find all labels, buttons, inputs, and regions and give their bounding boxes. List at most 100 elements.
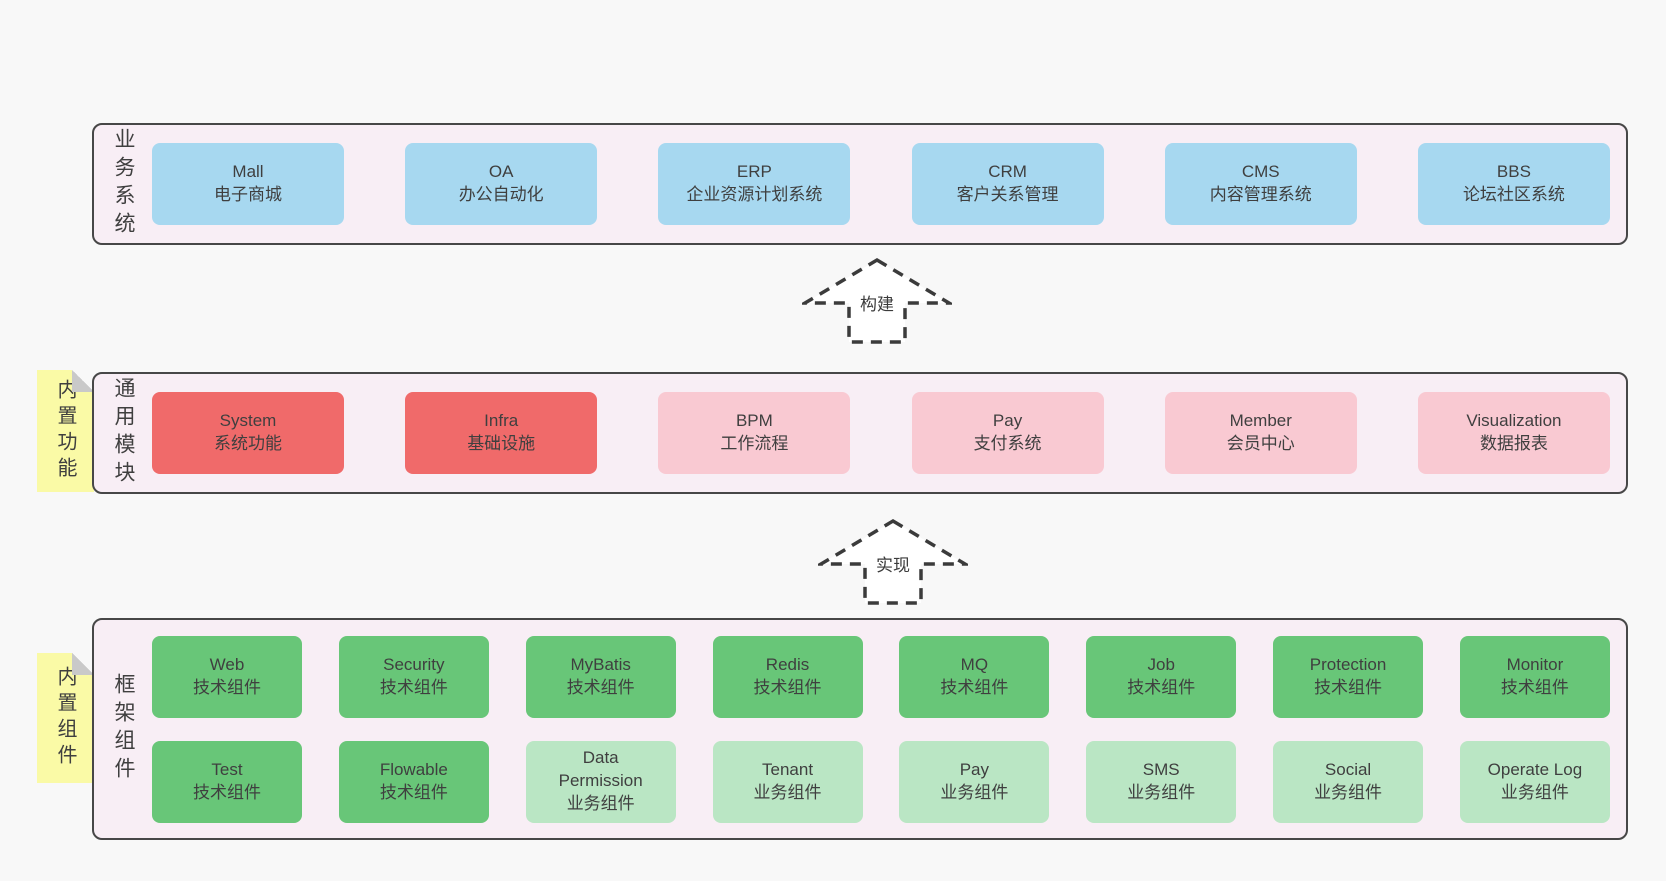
box-subtitle: 企业资源计划系统 <box>686 185 823 204</box>
box-title: CRM <box>988 162 1027 182</box>
sticky-note-built-in-features-label: 内置功能 <box>54 379 76 483</box>
box-title: Protection <box>1309 654 1387 674</box>
box-title: Flowable <box>379 759 448 779</box>
box-bbs: BBS 论坛社区系统 <box>1417 143 1610 225</box>
box-title: Monitor <box>1506 654 1564 674</box>
box-title: Visualization <box>1466 411 1562 431</box>
box-oa: OA 办公自动化 <box>405 143 598 225</box>
box-subtitle: 技术组件 <box>1500 677 1569 697</box>
box-tenant: Tenant 业务组件 <box>712 740 863 823</box>
box-subtitle: 会员中心 <box>1226 434 1295 453</box>
box-protection: Protection 技术组件 <box>1273 635 1424 718</box>
box-infra: Infra 基础设施 <box>405 392 598 474</box>
box-subtitle: 技术组件 <box>379 677 448 697</box>
box-subtitle: 内容管理系统 <box>1209 185 1312 204</box>
box-subtitle: 客户关系管理 <box>956 185 1059 204</box>
arrow-build-icon: 构建 <box>802 257 952 344</box>
arrow-implement-label: 实现 <box>876 556 910 575</box>
box-title: Pay <box>992 411 1023 431</box>
box-subtitle: 电子商城 <box>214 185 282 204</box>
box-subtitle: 技术组件 <box>753 677 822 697</box>
box-crm: CRM 客户关系管理 <box>911 143 1104 225</box>
box-row: System 系统功能 Infra 基础设施 BPM 工作流程 Pay 支付系统 Member 会… <box>152 392 1610 474</box>
box-subtitle: 技术组件 <box>1314 677 1383 697</box>
box-title: Operate Log <box>1487 759 1583 779</box>
box-subtitle: 技术组件 <box>566 677 635 697</box>
box-title: Member <box>1229 411 1292 431</box>
box-subtitle: 业务组件 <box>940 782 1009 802</box>
box-redis: Redis 技术组件 <box>712 635 863 718</box>
box-title: Tenant <box>762 759 814 779</box>
box-subtitle: 技术组件 <box>193 677 261 697</box>
box-pay: Pay 支付系统 <box>911 392 1104 474</box>
box-web: Web 技术组件 <box>152 635 302 718</box>
box-monitor: Monitor 技术组件 <box>1459 635 1610 718</box>
box-title: BBS <box>1496 162 1531 182</box>
box-title: Infra <box>484 411 519 431</box>
box-title: BPM <box>735 411 773 431</box>
common-modules-boxes: System 系统功能 Infra 基础设施 BPM 工作流程 Pay 支付系统 Member 会… <box>152 374 1626 492</box>
layer-label-framework-components: 框架组件 <box>112 673 135 785</box>
box-subtitle: 业务组件 <box>1500 782 1569 802</box>
box-title: MyBatis <box>570 654 631 674</box>
business-systems-boxes: Mall 电子商城 OA 办公自动化 ERP 企业资源计划系统 CRM 客户关系管理 CMS 内容… <box>152 125 1626 243</box>
box-title: System <box>219 411 277 431</box>
box-title: Data Permission <box>558 748 643 791</box>
sticky-note-built-in-features: 内置功能 <box>37 370 94 492</box>
box-subtitle: 办公自动化 <box>458 185 544 204</box>
business-systems-container: 业务系统 Mall 电子商城 OA 办公自动化 ERP 企业资源计划系统 CRM 客户关系管理… <box>92 123 1628 245</box>
box-title: Job <box>1147 654 1175 674</box>
box-subtitle: 技术组件 <box>940 677 1009 697</box>
box-visualization: Visualization 数据报表 <box>1417 392 1610 474</box>
box-title: Mall <box>232 162 264 182</box>
arrow-implement-icon: 实现 <box>818 518 968 605</box>
sticky-note-built-in-components-label: 内置组件 <box>54 666 76 770</box>
box-subtitle: 业务组件 <box>753 782 822 802</box>
box-subtitle: 支付系统 <box>973 434 1042 453</box>
common-modules-container: 通用模块 System 系统功能 Infra 基础设施 BPM 工作流程 Pay 支付系统 Me… <box>92 372 1628 494</box>
box-title: Web <box>209 654 245 674</box>
box-erp: ERP 企业资源计划系统 <box>658 143 851 225</box>
box-title: Social <box>1324 759 1372 779</box>
layer-label-business-systems: 业务系统 <box>112 128 135 240</box>
box-title: Test <box>211 759 243 779</box>
box-title: CMS <box>1241 162 1280 182</box>
box-subtitle: 业务组件 <box>1314 782 1383 802</box>
box-mall: Mall 电子商城 <box>152 143 344 225</box>
arrow-label-backdrop <box>868 552 918 578</box>
box-pay: Pay 业务组件 <box>899 740 1050 823</box>
box-subtitle: 业务组件 <box>566 793 635 813</box>
box-mybatis: MyBatis 技术组件 <box>525 635 676 718</box>
box-title: Pay <box>959 759 990 779</box>
box-job: Job 技术组件 <box>1086 635 1237 718</box>
box-title: SMS <box>1142 759 1180 779</box>
box-member: Member 会员中心 <box>1164 392 1357 474</box>
arrow-label-backdrop <box>852 291 902 317</box>
layer-label-common-modules: 通用模块 <box>112 377 135 489</box>
box-cms: CMS 内容管理系统 <box>1164 143 1357 225</box>
box-subtitle: 基础设施 <box>467 434 536 453</box>
box-title: Redis <box>765 654 810 674</box>
box-subtitle: 工作流程 <box>720 434 789 453</box>
box-title: ERP <box>736 162 772 182</box>
box-row: Mall 电子商城 OA 办公自动化 ERP 企业资源计划系统 CRM 客户关系管理 CMS 内容… <box>152 143 1610 225</box>
box-subtitle: 系统功能 <box>214 434 282 453</box>
box-subtitle: 技术组件 <box>379 782 448 802</box>
box-subtitle: 技术组件 <box>1127 677 1196 697</box>
box-subtitle: 论坛社区系统 <box>1462 185 1565 204</box>
arrow-build-label: 构建 <box>860 295 894 314</box>
box-title: OA <box>488 162 514 182</box>
box-subtitle: 数据报表 <box>1479 434 1548 453</box>
box-bpm: BPM 工作流程 <box>658 392 851 474</box>
box-social: Social 业务组件 <box>1273 740 1424 823</box>
box-flowable: Flowable 技术组件 <box>338 740 489 823</box>
